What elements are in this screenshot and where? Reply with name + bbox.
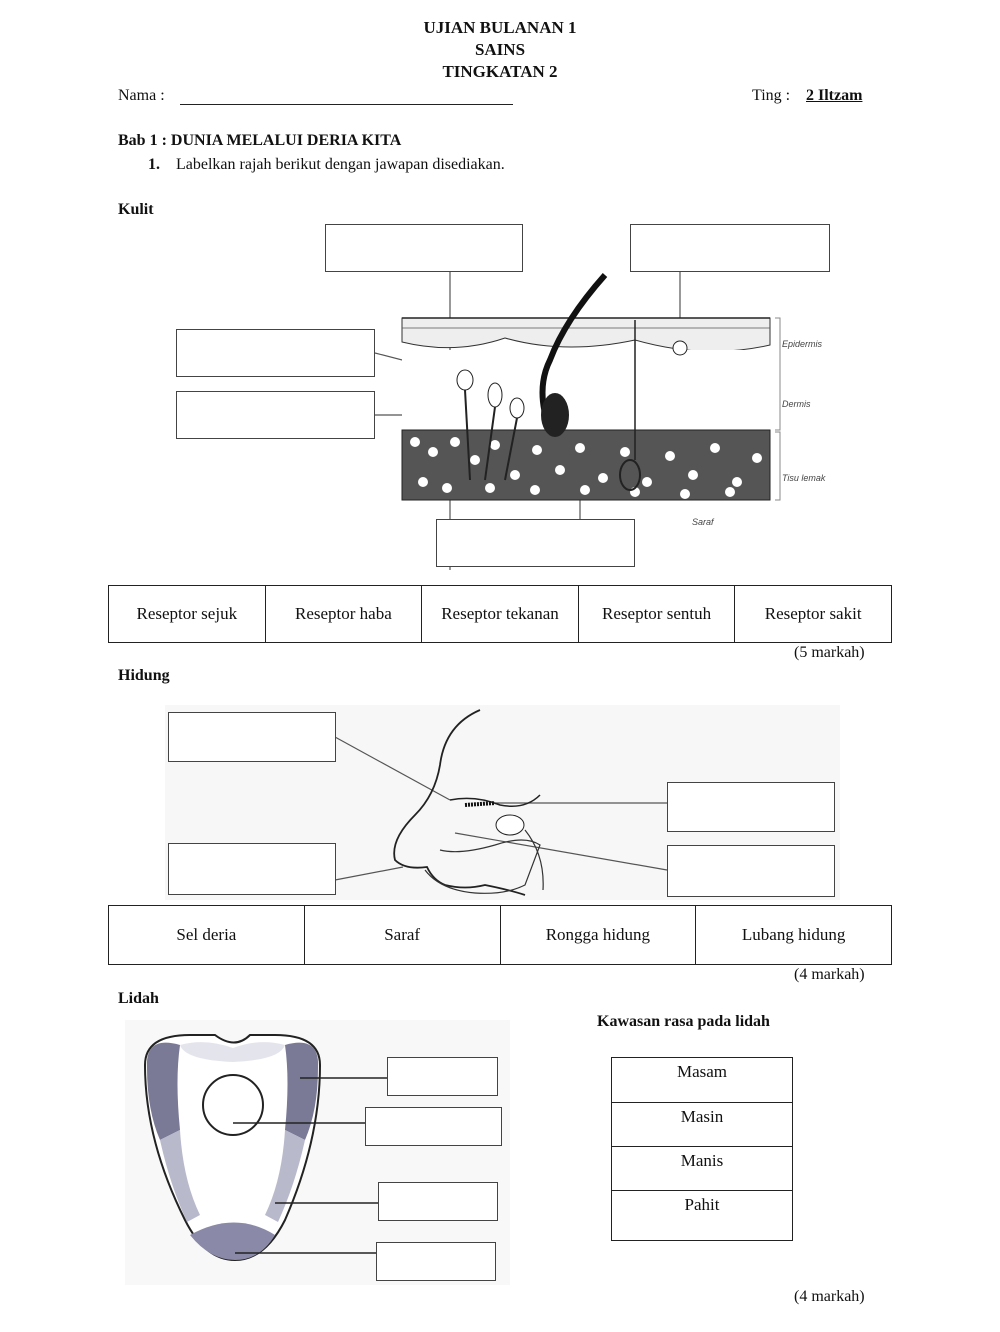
dermis-label: Dermis [782,399,811,409]
nose-heading: Hidung [118,667,170,685]
answer-option: Reseptor tekanan [421,586,578,642]
class-value: 2 Iltzam [806,87,862,105]
form-title: TINGKATAN 2 [0,62,1000,82]
fat-tissue-label: Tisu lemak [782,473,826,483]
tongue-heading: Lidah [118,990,159,1008]
tongue-label-box-3[interactable] [378,1182,498,1221]
tongue-marks: (4 markah) [794,1288,865,1306]
skin-label-box-4[interactable] [176,391,375,439]
answer-option: Sel deria [109,906,304,964]
tongue-label-box-2[interactable] [365,1107,502,1146]
name-field[interactable] [180,104,513,105]
tongue-label-box-4[interactable] [376,1242,496,1281]
answer-option: Saraf [304,906,500,964]
skin-label-box-3[interactable] [176,329,375,377]
nose-answer-bank: Sel deria Saraf Rongga hidung Lubang hid… [108,905,892,965]
answer-option: Reseptor sakit [734,586,891,642]
question-number: 1. [148,156,160,174]
taste-option: Pahit [612,1190,792,1234]
class-label: Ting : [752,87,790,105]
skin-heading: Kulit [118,201,154,219]
tongue-label-box-1[interactable] [387,1057,498,1096]
skin-label-box-2[interactable] [630,224,830,272]
exam-title: UJIAN BULANAN 1 [0,18,1000,38]
taste-answer-bank: Masam Masin Manis Pahit [611,1057,793,1241]
nose-label-box-4[interactable] [667,845,835,897]
subject-title: SAINS [0,40,1000,60]
answer-option: Lubang hidung [695,906,891,964]
nose-label-box-3[interactable] [667,782,835,832]
question-text: Labelkan rajah berikut dengan jawapan di… [176,156,505,174]
chapter-title: Bab 1 : DUNIA MELALUI DERIA KITA [118,132,401,150]
taste-option: Masam [612,1058,792,1102]
answer-option: Rongga hidung [500,906,696,964]
nose-label-box-1[interactable] [168,712,336,762]
answer-option: Reseptor sentuh [578,586,735,642]
answer-option: Reseptor haba [265,586,422,642]
taste-heading: Kawasan rasa pada lidah [597,1013,770,1031]
nose-label-box-2[interactable] [168,843,336,895]
answer-option: Reseptor sejuk [109,586,265,642]
epidermis-label: Epidermis [782,339,823,349]
nose-marks: (4 markah) [794,966,865,984]
skin-label-box-5[interactable] [436,519,635,567]
skin-answer-bank: Reseptor sejuk Reseptor haba Reseptor te… [108,585,892,643]
skin-marks: (5 markah) [794,644,865,662]
name-label: Nama : [118,87,165,105]
nerve-label: Saraf [692,517,715,527]
taste-option: Masin [612,1102,792,1146]
taste-option: Manis [612,1146,792,1190]
skin-label-box-1[interactable] [325,224,523,272]
